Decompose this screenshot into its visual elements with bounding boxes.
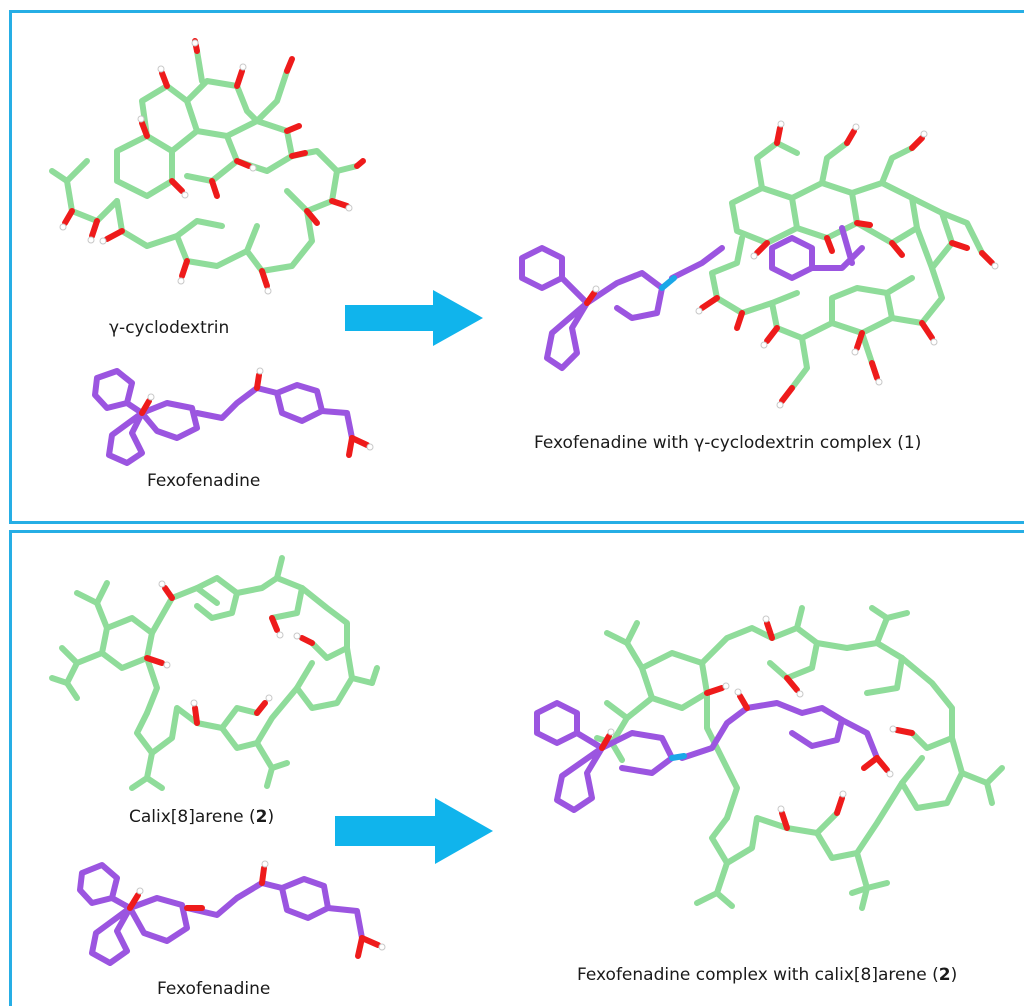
- reaction-arrow-1: [345, 290, 483, 346]
- panel-cyclodextrin-complex: γ-cyclodextrin Fexofenadine: [9, 10, 1024, 524]
- gamma-cyclodextrin-structure: [49, 38, 366, 295]
- fexofenadine-structure-1: [92, 367, 374, 466]
- reaction-arrow-2: [335, 798, 493, 864]
- cyclodextrin-complex-label: Fexofenadine with γ-cyclodextrin complex…: [534, 433, 922, 453]
- panel-calixarene-complex: Calix[8]arene (2) Fexofenadine: [9, 530, 1024, 1006]
- calix8arene-label-close: ): [267, 807, 275, 827]
- fexofenadine-structure-2: [77, 860, 386, 966]
- cyclodextrin-complex-structure: [519, 120, 999, 409]
- fexofenadine-label-2: Fexofenadine: [157, 979, 271, 999]
- calix8arene-structure: [49, 555, 380, 791]
- calix8arene-label-number: 2: [255, 807, 268, 827]
- calix8arene-label-text: Calix[8]arene (: [129, 807, 256, 827]
- calixarene-complex-structure: [534, 605, 1005, 911]
- gamma-cyclodextrin-label: γ-cyclodextrin: [109, 318, 230, 338]
- fexofenadine-label-1: Fexofenadine: [147, 471, 261, 491]
- calixarene-complex-label-close: ): [950, 965, 958, 985]
- calixarene-complex-label-number: 2: [938, 965, 951, 985]
- calix8arene-label: Calix[8]arene (2): [129, 807, 274, 827]
- calixarene-complex-label: Fexofenadine complex with calix[8]arene …: [577, 965, 957, 985]
- calixarene-complex-label-text: Fexofenadine complex with calix[8]arene …: [577, 965, 939, 985]
